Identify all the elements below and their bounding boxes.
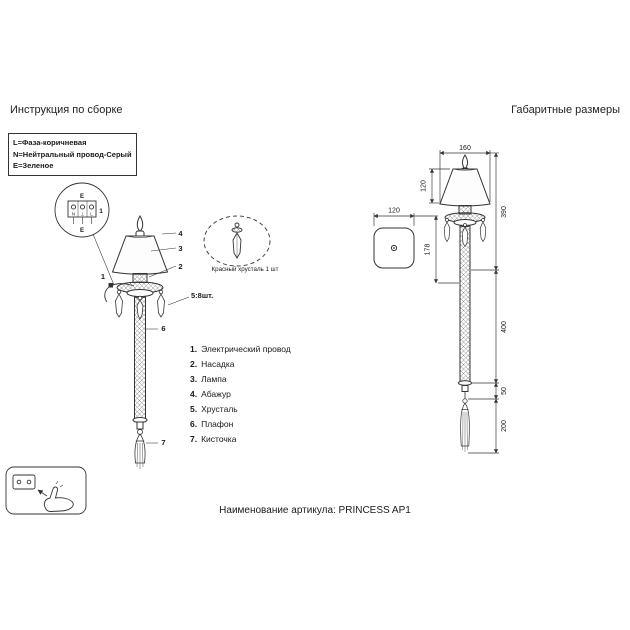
callout-crystal-count: 5:8шт. [191,291,213,300]
candle-bulb-flame [136,215,144,233]
part-name: Плафон [201,419,234,429]
dim-mesh-tube [459,224,471,384]
part-number: 6. [190,419,198,429]
parts-list: 1.Электрический провод 2.Насадка 3.Лампа… [190,342,291,447]
finial [136,421,144,430]
dim-hanging-crystals [443,218,487,248]
dim-cap-section: 50 [501,387,508,395]
terminal-mark-bottom: E [80,228,84,234]
part-number: 1. [190,344,198,354]
article-name: Наименование артикула: PRINCESS AP1 [219,505,411,516]
part-name: Кисточка [201,434,237,444]
nozzle-collar [132,273,148,283]
earth-symbol: ⊥ [81,212,85,217]
dim-bulb-flame [461,154,469,170]
parts-list-item-4: 4.Абажур [190,387,291,402]
callout-tassel: 7 [161,438,165,447]
callout-nozzle: 2 [178,262,182,271]
callout-shade: 4 [178,229,183,238]
crystal-cap [231,227,243,233]
crystal-bead [234,222,240,228]
terminal-mark-top: E [80,194,84,200]
callout-leaders [146,232,190,444]
callout-lamp: 3 [178,244,182,253]
part-number: 5. [190,404,198,414]
crystal-disc-lower [126,289,154,297]
main-lamp-drawing: 4 3 2 1 5:8шт. 6 7 [101,215,213,469]
terminal-screw [88,204,95,210]
dimension-lines [373,150,499,454]
detail-leader-line [92,233,115,286]
wiring-legend: L=Фаза-коричневая N=Нейтральный провод-С… [8,133,137,176]
terminal-screw [70,204,77,210]
part-number: 7. [190,434,198,444]
dim-middle-section: 400 [501,321,508,333]
part-name: Хрусталь [201,404,238,414]
bracket-icon [12,474,36,490]
crystal-note: Красный хрусталь 1 шт [212,266,279,273]
terminal-label-l: L [90,212,93,217]
part-number: 3. [190,374,198,384]
terminal-label-n: N [72,212,75,217]
terminal-detail: N ⊥ L E E 1 [54,182,115,286]
wiring-line-phase: L=Фаза-коричневая [13,138,87,147]
dim-plate-offset: 178 [425,244,432,256]
wiring-line-earth: E=Зеленое [13,161,54,171]
detail-dashed-ellipse [203,215,271,267]
terminal-block [67,200,97,218]
hanging-crystals [115,289,165,320]
callout-tube: 6 [161,324,165,333]
part-name: Электрический провод [201,344,291,354]
installation-pictogram [5,466,87,515]
part-name: Насадка [201,359,235,369]
dim-plate-width: 120 [388,208,400,215]
dim-upper-section: 390 [501,206,508,218]
parts-list-item-1: 1.Электрический провод [190,342,291,357]
parts-list-item-5: 5.Хрусталь [190,402,291,417]
hand-icon [43,486,74,512]
part-name: Абажур [201,389,231,399]
part-number: 2. [190,359,198,369]
dim-tassel [460,398,470,452]
detail-circle [54,182,110,238]
dim-shade-height: 120 [421,180,428,192]
parts-list-item-6: 6.Плафон [190,417,291,432]
terminal-ref: 1 [99,208,103,215]
pictogram-frame [5,466,87,515]
parts-list-item-7: 7.Кисточка [190,432,291,447]
terminal-screw [79,204,86,210]
callout-wire: 1 [101,272,105,281]
section-title-assembly: Инструкция по сборке [10,104,123,116]
wall-plate-hole [390,244,398,252]
wire-connector [108,283,113,288]
dim-shade-width: 160 [459,145,471,152]
install-arrow [37,489,48,497]
dim-tassel-section: 200 [501,420,508,432]
lampshade [111,235,169,275]
part-name: Лампа [201,374,227,384]
dim-lampshade [439,168,491,207]
part-number: 4. [190,389,198,399]
parts-list-item-2: 2.Насадка [190,357,291,372]
dimension-view: 160 120 390 400 50 200 120 178 [373,145,508,454]
lampshade-rim [125,235,155,238]
tassel [134,429,146,469]
parts-list-item-3: 3.Лампа [190,372,291,387]
section-title-dimensions: Габаритные размеры [511,104,620,116]
crystal-detail: Красный хрусталь 1 шт [203,215,279,273]
wiring-line-neutral: N=Нейтральный провод-Серый [13,149,132,159]
